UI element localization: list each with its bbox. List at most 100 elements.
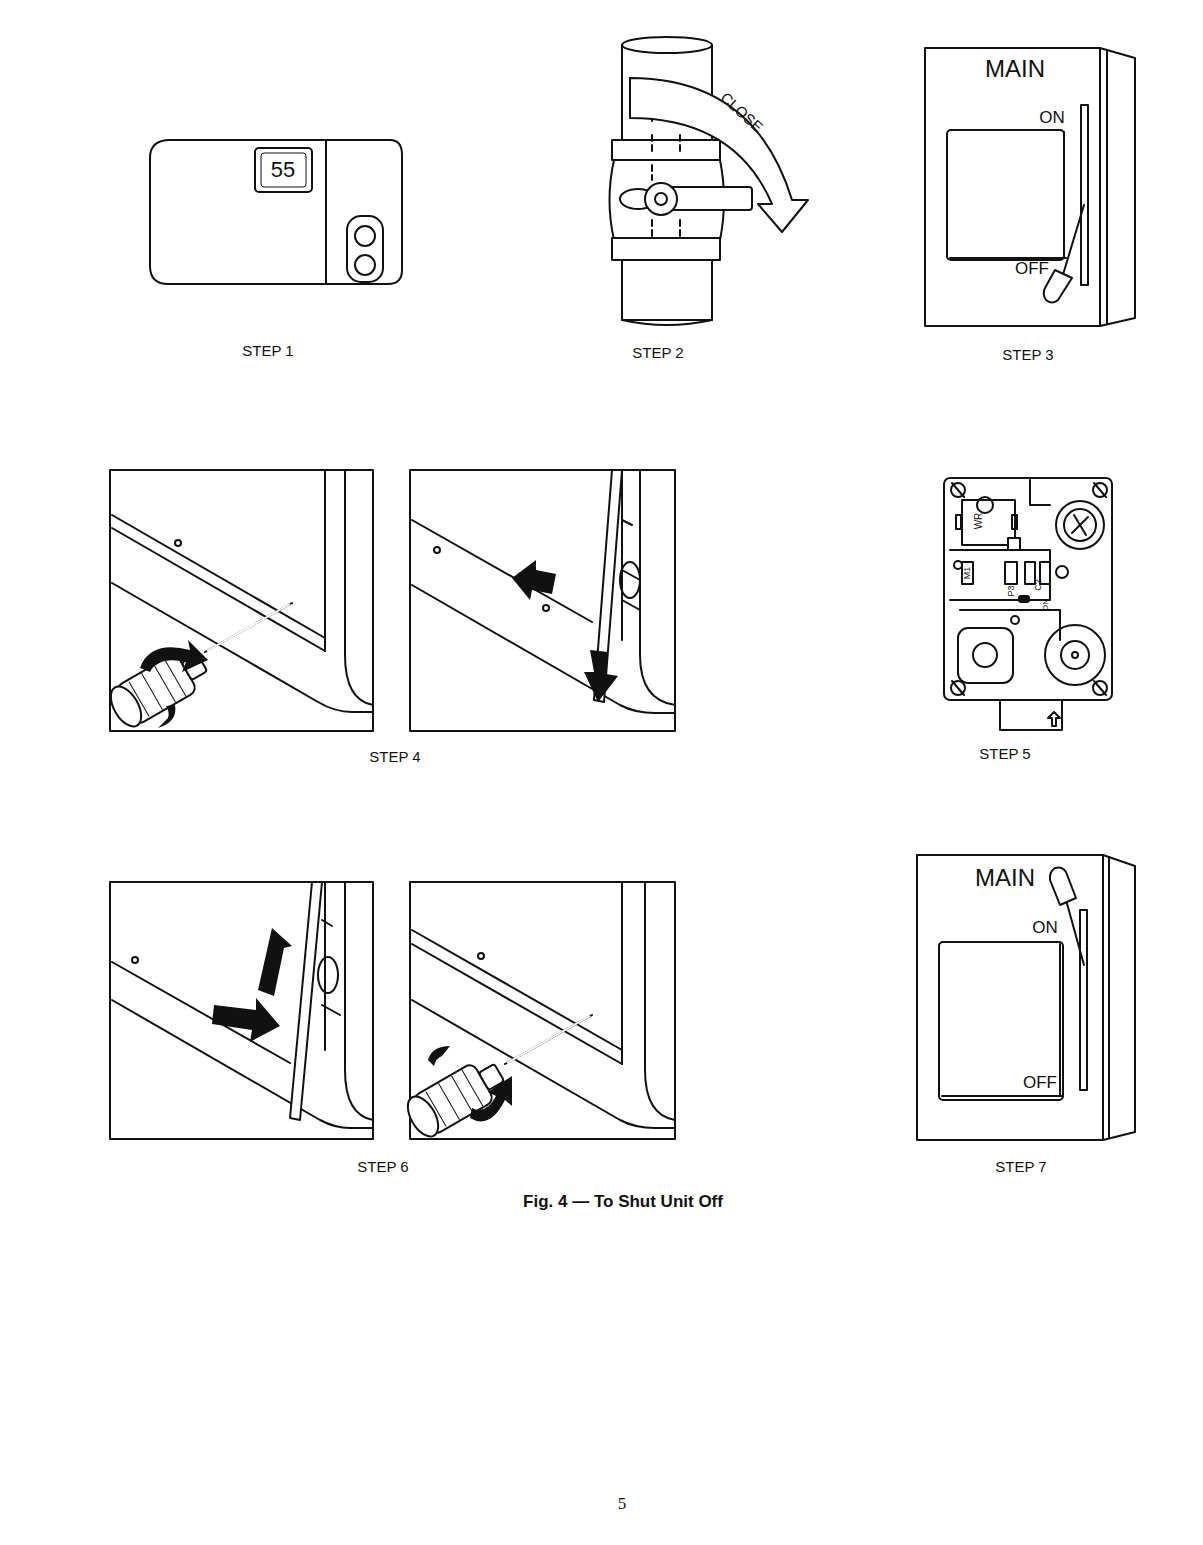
step6-replace-screw-part: [470, 1076, 512, 1121]
switch-label: MAIN: [985, 57, 1045, 81]
step4-remove-door-part: [640, 470, 675, 705]
step4-remove-screw-part: [158, 705, 175, 728]
main-switch-on-part: [917, 855, 1103, 1140]
step4-remove-screw: [105, 470, 373, 732]
gas-control-valve-part: [962, 562, 973, 584]
step4-remove-screw-part: [140, 640, 208, 672]
main-switch-off-part: [1081, 105, 1088, 285]
thermostat-drawing-part: [261, 153, 306, 187]
main-switch-off-part: [925, 48, 1100, 326]
main-switch-on-part: [1108, 857, 1110, 1138]
step4-remove-screw-part: [324, 470, 326, 651]
step6-replace-door-part: [290, 882, 322, 1120]
step4-remove-door-part: [412, 520, 592, 622]
step6-replace-screw-part: [478, 953, 484, 959]
gas-control-valve-part: [1064, 509, 1096, 541]
gas-shutoff-valve-part: [630, 78, 808, 232]
page-number: 5: [618, 1495, 627, 1512]
main-switch-on: [917, 855, 1135, 1140]
step4-remove-screw-part: [105, 681, 148, 731]
main-switch-off-part: [1062, 205, 1084, 278]
gas-shutoff-valve: [610, 37, 809, 325]
gas-control-valve-part: [1056, 501, 1104, 549]
thermostat-drawing-part: [355, 226, 375, 246]
step4-remove-screw-part: [110, 470, 373, 731]
step6-replace-screw-part: [645, 882, 675, 1120]
step6-replace-door: [110, 882, 373, 1139]
valve-marking: P3: [1007, 585, 1016, 596]
gas-control-valve-part: [1048, 712, 1060, 726]
step6-replace-screw-part: [402, 1091, 445, 1141]
main-switch-off-part: [1063, 132, 1065, 258]
step6-replace-screw-part: [621, 882, 623, 1064]
gas-control-valve-part: [1012, 515, 1017, 529]
step4-remove-screw-part: [175, 540, 181, 546]
main-switch-on-part: [942, 1095, 1063, 1097]
step-number: STEP 4: [369, 749, 420, 764]
main-switch-off-part: [947, 130, 1064, 260]
step4-remove-screw-part: [129, 660, 186, 717]
step6-replace-screw-part: [505, 1015, 592, 1064]
step6-replace-screw-part: [402, 1053, 511, 1141]
switch-position: OFF: [1015, 260, 1049, 277]
gas-control-valve-part: [950, 550, 1050, 600]
main-switch-on-part: [1059, 944, 1061, 1096]
figure-caption: Fig. 4 — To Shut Unit Off: [523, 1193, 723, 1210]
step6-replace-screw-part: [412, 930, 622, 1050]
gas-control-valve-part: [1030, 480, 1050, 505]
step6-replace-door-part: [345, 882, 373, 1120]
gas-control-valve-part: [1072, 515, 1088, 535]
step-number: STEP 7: [995, 1159, 1046, 1174]
gas-shutoff-valve-part: [612, 140, 720, 160]
gas-shutoff-valve-part: [612, 238, 720, 260]
gas-control-valve-part: [1008, 538, 1020, 550]
gas-control-valve-part: [1011, 616, 1019, 624]
step6-replace-screw-part: [410, 882, 675, 1139]
thermostat-drawing-part: [355, 255, 375, 275]
step4-remove-door: [410, 470, 675, 731]
main-switch-on-part: [1080, 910, 1087, 1090]
main-switch-on-part: [1050, 868, 1076, 906]
step4-remove-door-part: [434, 547, 440, 553]
gas-control-valve-part: [1072, 652, 1078, 658]
step6-replace-screw: [402, 882, 675, 1142]
gas-shutoff-valve-part: [652, 105, 680, 240]
step6-replace-screw-part: [412, 944, 622, 1064]
main-switch-off-part: [1106, 50, 1108, 324]
main-switch-on-part: [1066, 900, 1084, 965]
gas-control-valve-part: [954, 561, 962, 569]
thermostat-drawing-part: [347, 216, 383, 282]
step4-remove-screw-part: [205, 603, 292, 652]
step6-replace-screw-part: [428, 1046, 450, 1066]
step6-replace-door-part: [258, 928, 292, 996]
main-switch-off-part: [1100, 48, 1135, 326]
valve-marking: ON: [1042, 599, 1050, 611]
gas-control-valve-part: [1000, 700, 1062, 730]
gas-control-valve-part: [958, 628, 1013, 683]
step6-replace-door-part: [324, 882, 326, 1050]
step-number: STEP 1: [242, 343, 293, 358]
gas-control-valve: [944, 478, 1112, 730]
valve-marking: M1: [963, 567, 972, 580]
step4-remove-screw-part: [345, 470, 373, 705]
gas-control-valve-part: [977, 497, 993, 513]
gas-shutoff-valve-part: [645, 183, 677, 215]
step4-remove-door-part: [620, 562, 640, 598]
step4-remove-screw-part: [112, 528, 325, 651]
step4-remove-door-part: [512, 560, 556, 600]
gas-control-valve-part: [1018, 595, 1030, 603]
step6-replace-screw-part: [507, 1016, 590, 1063]
switch-position: OFF: [1023, 1074, 1057, 1091]
gas-control-valve-part: [1045, 625, 1105, 685]
gas-shutoff-valve-part: [622, 320, 712, 325]
step4-remove-door-part: [412, 585, 675, 713]
gas-control-valve-part: [956, 515, 961, 529]
display-reading: 55: [271, 159, 295, 181]
step6-replace-door-part: [110, 882, 373, 1139]
step-number: STEP 2: [632, 345, 683, 360]
main-switch-on-part: [939, 942, 1063, 1100]
gas-shutoff-valve-part: [670, 187, 752, 210]
thermostat-drawing-part: [325, 140, 327, 284]
